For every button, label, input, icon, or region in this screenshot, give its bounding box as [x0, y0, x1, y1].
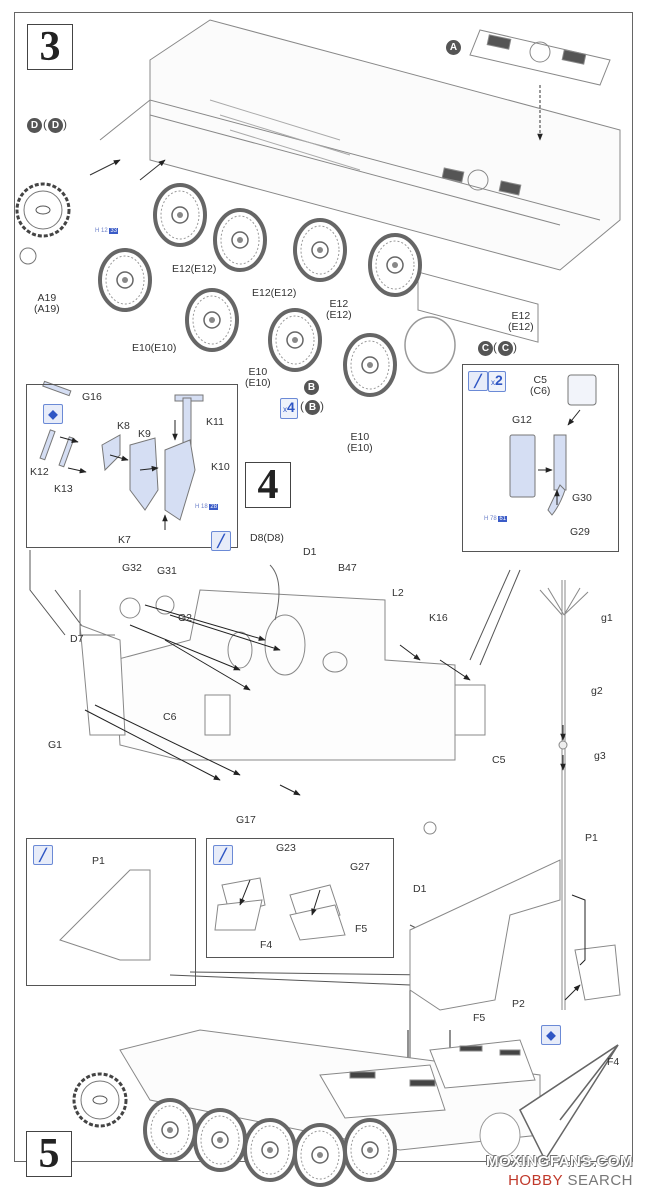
- part-label-f4: F4: [607, 1056, 620, 1068]
- part-label-k9: K9: [138, 428, 151, 440]
- part-label-k12: K12: [30, 466, 49, 478]
- sprue-b-alt-paren-close: ): [320, 399, 324, 413]
- part-label-e12: E12(E12): [326, 298, 352, 321]
- part-label-g3-antenna: g3: [594, 750, 606, 762]
- step4-left-inset: [26, 384, 238, 548]
- sprue-d-badge: D: [27, 118, 42, 133]
- sprue-b-badge: B: [304, 380, 319, 395]
- part-label-p1: P1: [585, 832, 598, 844]
- part-label-e10: E10(E10): [347, 431, 373, 454]
- part-label-g12: G12: [512, 414, 532, 426]
- sprue-b-alt-paren-open: (: [300, 399, 304, 413]
- part-label-g17: G17: [236, 814, 256, 826]
- step-number-3: 3: [27, 24, 73, 70]
- part-label-l2: L2: [392, 587, 404, 599]
- watermark-brand: HOBBY SEARCH: [508, 1172, 633, 1189]
- step5-left-inset: [26, 838, 196, 986]
- part-label-g32: G32: [122, 562, 142, 574]
- sprue-d-alt-badge: D: [48, 118, 63, 133]
- symmetric-parts-icon: ◆: [541, 1025, 561, 1045]
- sprue-c-alt-paren-open: (: [493, 340, 497, 354]
- step-number-5: 5: [26, 1131, 72, 1177]
- sprue-c-alt-paren-close: ): [513, 340, 517, 354]
- part-label-f5: F5: [355, 923, 368, 935]
- part-label-d1: D1: [303, 546, 317, 558]
- part-label-g1: G1: [48, 739, 63, 751]
- paint-brush-icon: ╱: [213, 845, 233, 865]
- part-label-f5: F5: [473, 1012, 486, 1024]
- part-label-k7: K7: [118, 534, 131, 546]
- part-label-g27: G27: [350, 861, 370, 873]
- part-label-p2: P2: [512, 998, 525, 1010]
- part-label-k11: K11: [206, 416, 224, 428]
- part-label-c5: C5: [492, 754, 506, 766]
- part-label-k16: K16: [429, 612, 448, 624]
- part-label-a19: A19(A19): [34, 292, 60, 315]
- part-label-d7: D7: [70, 633, 84, 645]
- part-label-e12: E12(E12): [172, 263, 217, 275]
- step4-right-inset: [462, 364, 619, 552]
- step5-middle-inset: [206, 838, 394, 958]
- step-number-4: 4: [245, 462, 291, 508]
- part-label-d8: D8(D8): [250, 532, 284, 544]
- part-label-e10: E10(E10): [245, 366, 271, 389]
- multiplier-badge: x2: [488, 371, 506, 392]
- watermark-site: MOXINGFANS.COM: [485, 1153, 633, 1170]
- paint-code-tag: H 18 28: [195, 504, 219, 510]
- part-label-g2: G2: [178, 612, 193, 624]
- part-label-e12: E12(E12): [252, 287, 297, 299]
- part-label-g23: G23: [276, 842, 296, 854]
- sprue-b-alt-badge: B: [305, 400, 320, 415]
- part-label-g1-antenna: g1: [601, 612, 613, 624]
- part-label-g31: G31: [157, 565, 177, 577]
- part-label-e12: E12(E12): [508, 310, 534, 333]
- symmetric-parts-icon: ◆: [43, 404, 63, 424]
- part-label-p1: P1: [92, 855, 105, 867]
- part-label-k10: K10: [211, 461, 230, 473]
- paint-brush-icon: ╱: [33, 845, 53, 865]
- part-label-g16: G16: [82, 391, 102, 403]
- step3-hull-drawing: [99, 19, 621, 343]
- part-label-g2-antenna: g2: [591, 685, 603, 697]
- sprue-c-badge: C: [478, 341, 493, 356]
- part-label-k13: K13: [54, 483, 73, 495]
- part-label-d1: D1: [413, 883, 427, 895]
- paint-code-tag: H 78 61: [484, 516, 508, 522]
- part-label-b47: B47: [338, 562, 357, 574]
- paint-brush-icon: ╱: [468, 371, 488, 391]
- sprue-d-alt-paren-close: ): [63, 117, 67, 131]
- sprue-a-badge: A: [446, 40, 461, 55]
- part-label-k8: K8: [117, 420, 130, 432]
- part-label-f4: F4: [260, 939, 273, 951]
- paint-brush-icon: ╱: [211, 531, 231, 551]
- part-label-c6: C6: [163, 711, 177, 723]
- multiplier-badge: x4: [280, 398, 298, 419]
- part-label-c5: C5(C6): [530, 374, 551, 397]
- sprue-d-alt-paren-open: (: [43, 117, 47, 131]
- sprue-c-alt-badge: C: [498, 341, 513, 356]
- part-label-e10: E10(E10): [132, 342, 177, 354]
- part-label-g30: G30: [572, 492, 592, 504]
- part-label-g29: G29: [570, 526, 590, 538]
- paint-code-tag: H 12 33: [95, 228, 119, 234]
